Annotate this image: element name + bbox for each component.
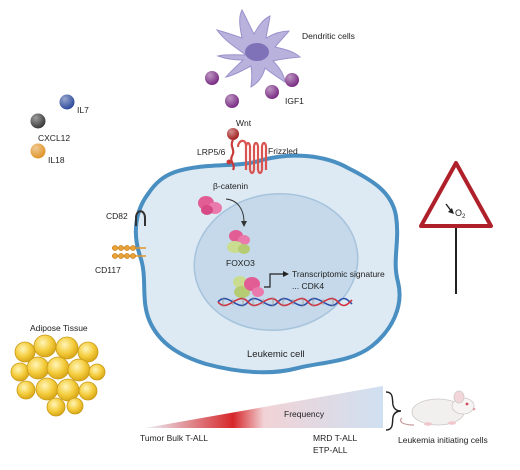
- beta-catenin-label: β-catenin: [213, 181, 248, 191]
- translocation-arrow: [225, 198, 245, 223]
- cd82-label: CD82: [106, 211, 128, 221]
- cd117-label: CD117: [95, 265, 121, 275]
- igf1-label: IGF1: [285, 96, 304, 106]
- brace: [385, 391, 402, 431]
- frequency-label: Frequency: [284, 409, 325, 419]
- leukemic-cell-label: Leukemic cell: [247, 349, 305, 360]
- frizzled-label: Frizzled: [268, 146, 298, 156]
- tumor-bulk-label: Tumor Bulk T-ALL: [140, 433, 208, 443]
- foxo3-complex: [227, 230, 250, 254]
- frizzled-receptor: [236, 139, 268, 175]
- lrp-label: LRP5/6: [197, 147, 226, 157]
- cd117-receptor: [112, 245, 146, 259]
- adipose-tissue: [10, 334, 106, 417]
- il7-label: IL7: [77, 105, 89, 115]
- foxo3-label: FOXO3: [226, 258, 255, 268]
- transcriptomic-label: Transcriptomic signature: [292, 269, 385, 279]
- dna-bound-complex: [233, 276, 264, 298]
- lrp-receptor: [226, 139, 235, 171]
- o2-label: O2: [455, 208, 466, 220]
- wnt-label: Wnt: [236, 118, 252, 128]
- dendritic-cells-label: Dendritic cells: [302, 31, 355, 41]
- il18-label: IL18: [48, 155, 65, 165]
- igf1-molecules: [205, 71, 299, 108]
- cdk4-label: ... CDK4: [292, 281, 324, 291]
- mouse-icon: [399, 390, 476, 426]
- mrd-label: MRD T-ALL: [313, 433, 358, 443]
- warning-triangle: [419, 161, 493, 228]
- lic-label: Leukemia initiating cells: [398, 435, 488, 445]
- cxcl12-label: CXCL12: [38, 133, 70, 143]
- dna-helix: [217, 297, 353, 307]
- cytokines: [30, 94, 75, 159]
- hypoxia-sign: [419, 161, 493, 294]
- etp-label: ETP-ALL: [313, 445, 348, 455]
- frequency-gradient: [145, 386, 383, 428]
- wnt-ligand: [227, 128, 239, 140]
- dendritic-cell: [215, 8, 302, 88]
- nucleus: [193, 192, 359, 332]
- transcription-arrow: [264, 273, 284, 288]
- cd82-receptor: [135, 210, 146, 226]
- adipose-label: Adipose Tissue: [30, 323, 88, 333]
- beta-catenin-protein: [198, 196, 222, 215]
- dendritic-cell-nucleus: [245, 43, 269, 61]
